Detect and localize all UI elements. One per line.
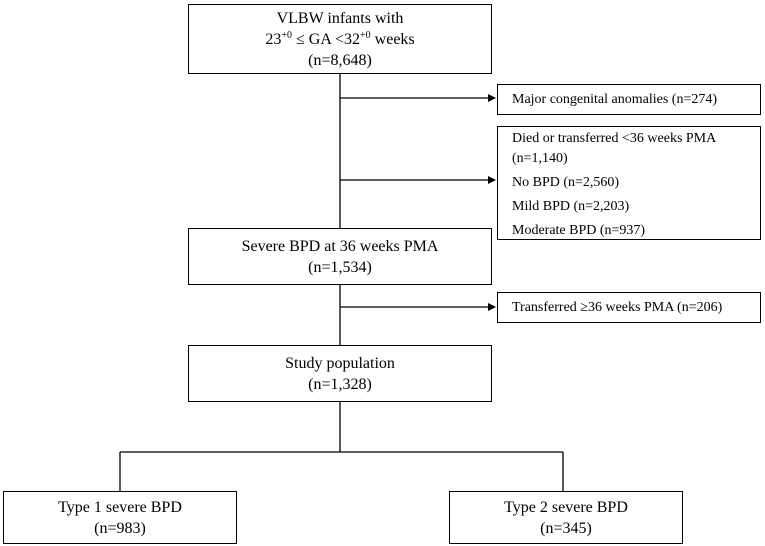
exclusion-item: Mild BPD (n=2,203)	[512, 199, 630, 214]
exclusion-died-transferred-box: Died or transferred <36 weeks PMA (n=1,1…	[497, 126, 761, 240]
severe-bpd-count: (n=1,534)	[308, 258, 372, 276]
ga-criteria: 23+0 ≤ GA <32+0 weeks	[265, 29, 415, 48]
exclusion-transferred-box: Transferred ≥36 weeks PMA (n=206)	[497, 292, 761, 323]
study-population-box: Study population (n=1,328)	[188, 345, 492, 402]
exclusion-transferred-text: Transferred ≥36 weeks PMA (n=206)	[512, 299, 723, 315]
exclusion-item: Moderate BPD (n=937)	[512, 223, 646, 238]
exclusion-major-anomalies-text: Major congenital anomalies (n=274)	[512, 91, 718, 107]
severe-bpd-title: Severe BPD at 36 weeks PMA	[241, 237, 439, 255]
type1-severe-bpd-box: Type 1 severe BPD (n=983)	[3, 491, 237, 544]
type2-severe-bpd-box: Type 2 severe BPD (n=345)	[449, 491, 683, 544]
type2-title: Type 2 severe BPD	[504, 498, 628, 516]
study-population-count: (n=1,328)	[308, 375, 372, 393]
start-title: VLBW infants with	[276, 9, 404, 27]
type2-count: (n=345)	[540, 519, 592, 537]
type1-title: Type 1 severe BPD	[58, 498, 182, 516]
type1-count: (n=983)	[94, 519, 146, 537]
study-population-title: Study population	[285, 354, 395, 372]
exclusion-item: No BPD (n=2,560)	[512, 175, 620, 190]
exclusion-item: Died or transferred <36 weeks PMA	[512, 131, 717, 146]
start-box: VLBW infants with 23+0 ≤ GA <32+0 weeks …	[188, 4, 492, 74]
start-count: (n=8,648)	[308, 51, 372, 69]
severe-bpd-box: Severe BPD at 36 weeks PMA (n=1,534)	[188, 228, 492, 285]
exclusion-major-anomalies-box: Major congenital anomalies (n=274)	[497, 84, 761, 115]
exclusion-item: (n=1,140)	[512, 151, 568, 166]
